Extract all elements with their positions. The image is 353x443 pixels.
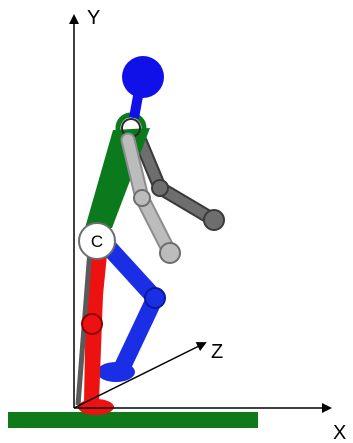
coordinate-axes [69,14,332,413]
back-leg [93,231,166,382]
near-arm [120,132,181,264]
center-of-mass-marker: C [78,222,116,260]
head [122,56,164,119]
ground-bar [8,412,258,428]
front-leg [75,235,114,415]
z-axis [73,342,207,409]
y-axis-label: Y [87,7,100,29]
z-axis-label: Z [211,341,223,363]
x-axis-label: X [333,422,346,443]
far-arm [133,133,225,231]
center-of-mass-label: C [91,232,103,251]
